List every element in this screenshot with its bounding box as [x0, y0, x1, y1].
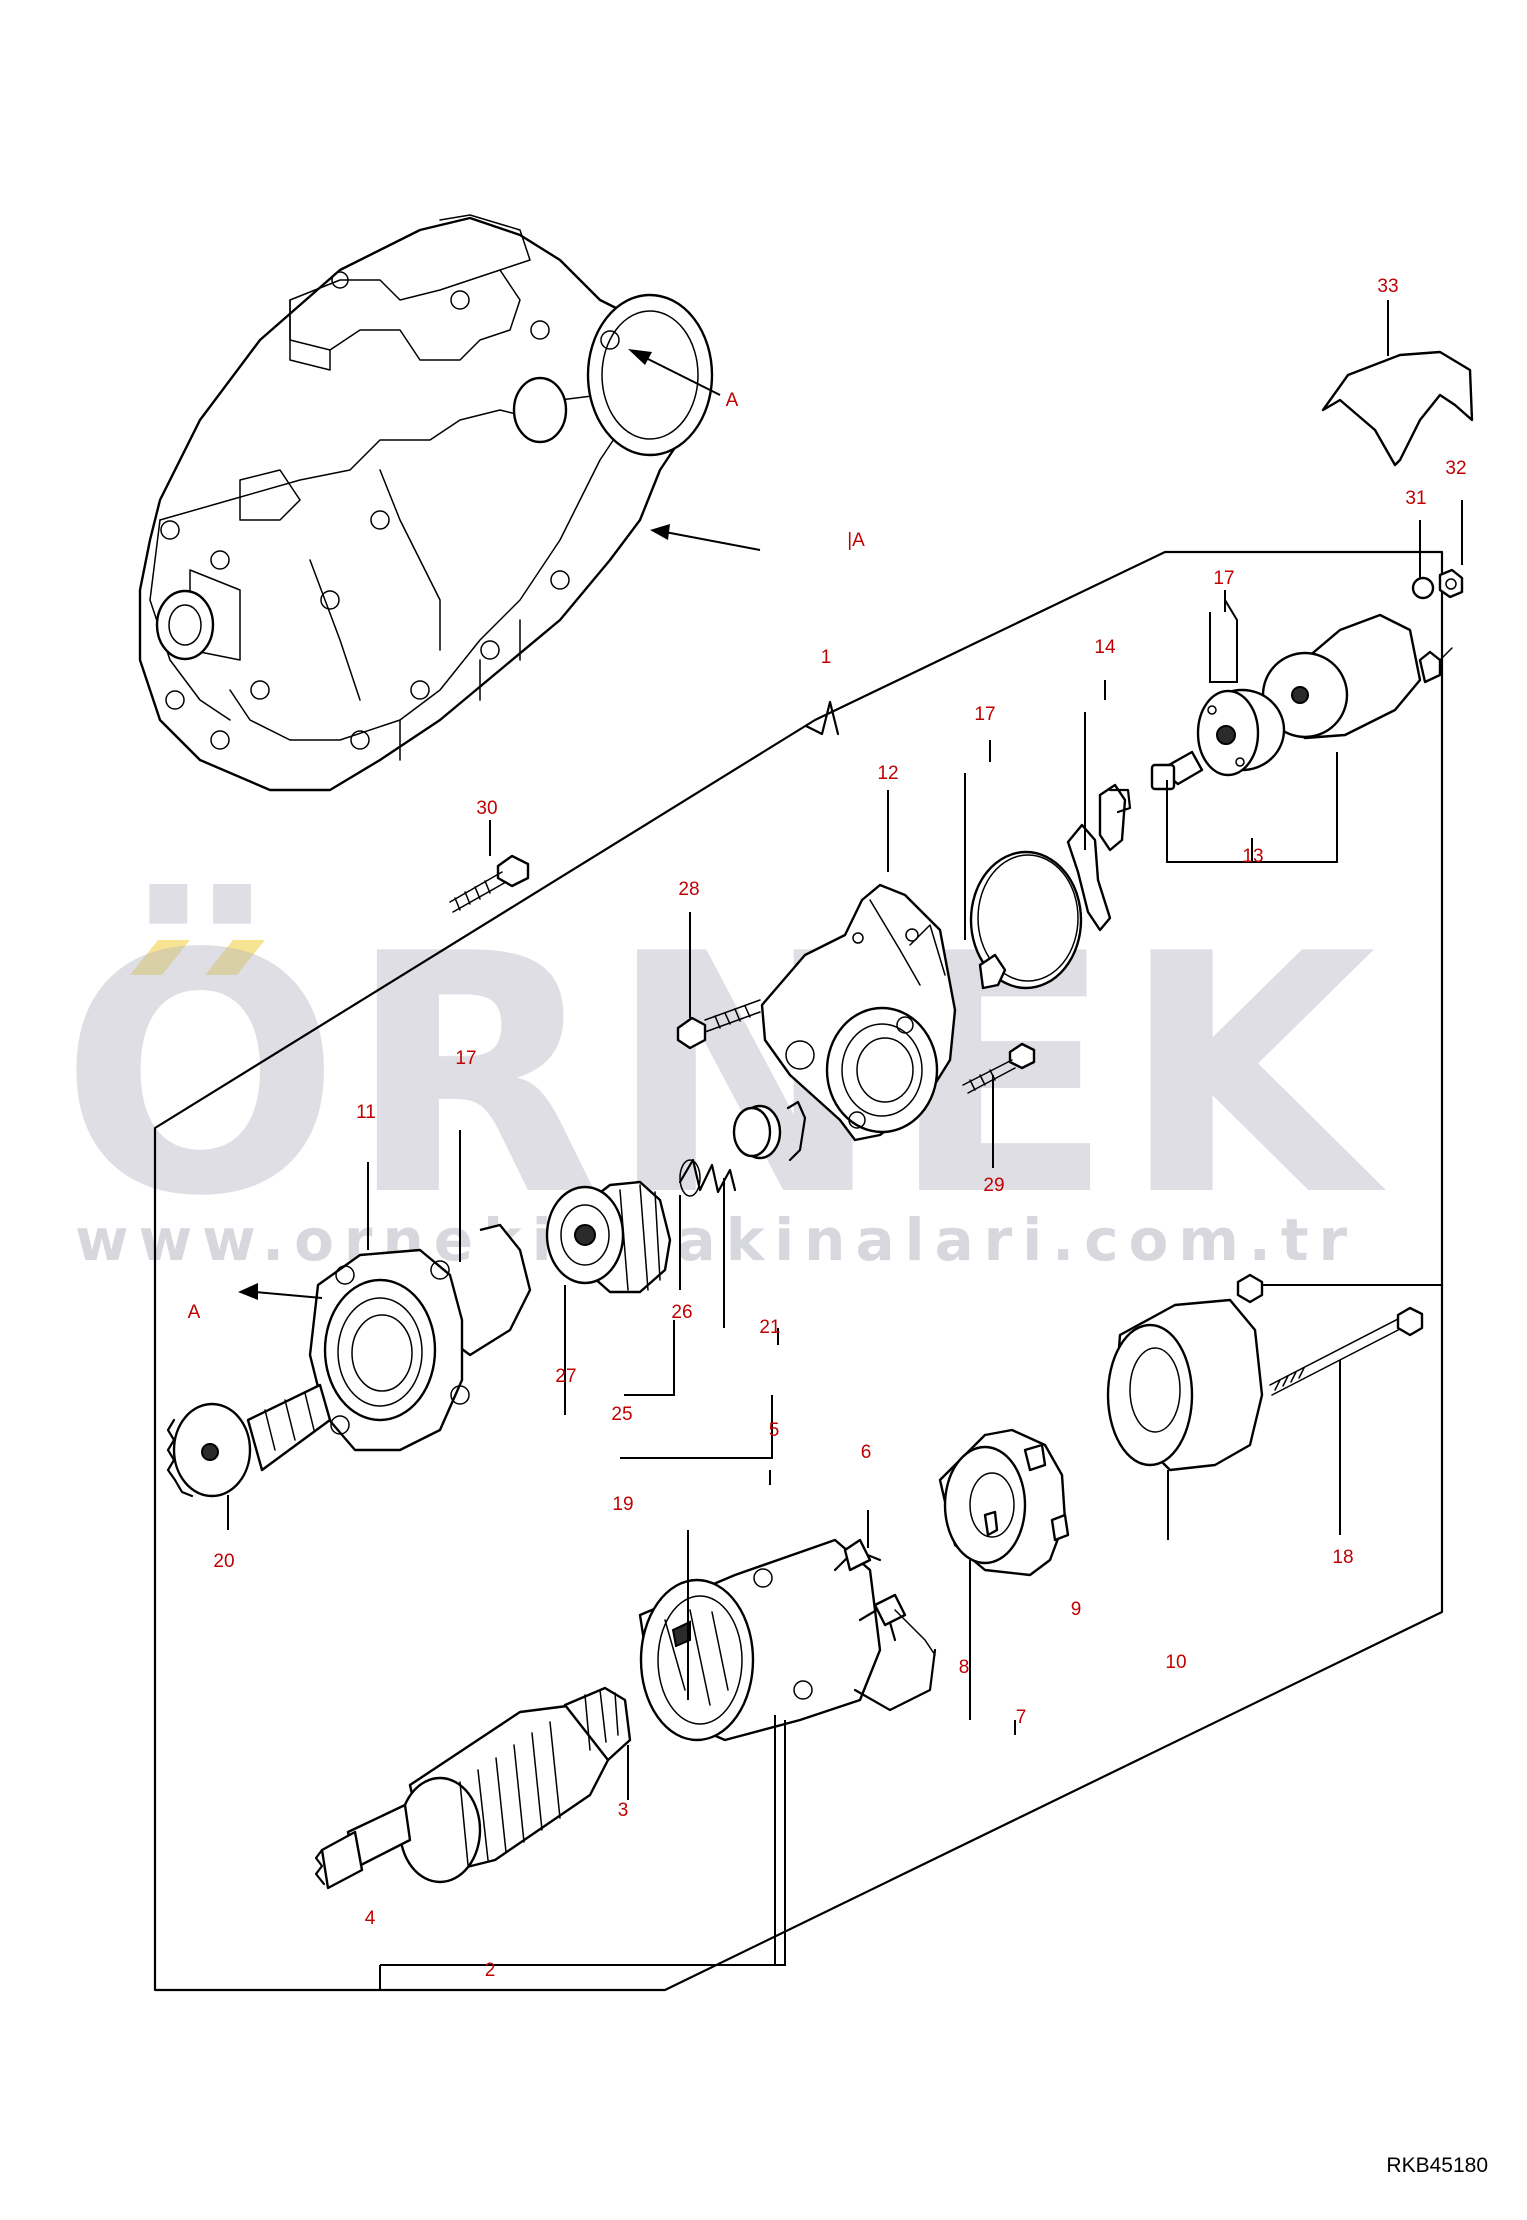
watermark-text: ÖRNEK — [60, 881, 1388, 1268]
part-18-through-bolt — [1236, 1273, 1442, 1535]
part-14-lever — [1066, 680, 1132, 932]
callout-1: 1 — [821, 647, 832, 668]
callout-31: 31 — [1405, 488, 1426, 509]
part-25-27-bearing — [564, 1285, 675, 1415]
callout-7: 7 — [1016, 1707, 1027, 1728]
part-21-stop-collar — [723, 1100, 807, 1345]
view-label-a-left: A — [188, 1302, 201, 1323]
callout-9: 9 — [1071, 1599, 1082, 1620]
callout-14: 14 — [1094, 637, 1116, 658]
callout-32: 32 — [1445, 458, 1466, 479]
callout-5: 5 — [769, 1420, 780, 1441]
callout-17-middle: 17 — [974, 704, 995, 725]
part-19-leader — [620, 1395, 773, 1459]
part-11-housing — [308, 1130, 532, 1452]
view-label-a-mid: |A — [847, 530, 865, 551]
callout-21: 21 — [759, 1317, 780, 1338]
part-17-oring-middle — [964, 740, 1083, 990]
callout-29: 29 — [983, 1175, 1004, 1196]
callout-3: 3 — [618, 1800, 629, 1821]
callout-6: 6 — [861, 1442, 872, 1463]
part-17-seal-upper — [1209, 590, 1238, 683]
part-26-clutch — [545, 1180, 681, 1294]
callout-2: 2 — [485, 1960, 496, 1981]
part-12-front-housing — [760, 790, 957, 1142]
part-33-cover — [1321, 300, 1474, 467]
watermark-url: www.ornekismakinalari.com.tr — [75, 1206, 1357, 1274]
watermark: ÖRNEK www.ornekismakinalari.com.tr — [60, 881, 1388, 1274]
callout-33: 33 — [1377, 276, 1398, 297]
callout-11: 11 — [356, 1102, 376, 1123]
callout-27: 27 — [555, 1366, 576, 1387]
part1-group-outline — [153, 550, 1444, 1992]
callout-19: 19 — [612, 1494, 633, 1515]
part-2-armature — [314, 1686, 786, 1990]
part-spring — [678, 1158, 737, 1197]
callout-25: 25 — [611, 1404, 632, 1425]
part-13-solenoid — [1150, 613, 1453, 863]
part-5-yoke — [638, 1470, 937, 1965]
callout-13: 13 — [1242, 846, 1263, 867]
part-30-bolt — [449, 820, 530, 913]
drawing-code: RKB45180 — [1386, 2154, 1488, 2177]
view-label-a-top: A — [726, 390, 739, 411]
callout-10: 10 — [1165, 1652, 1186, 1673]
part-31-32-nut — [1411, 500, 1464, 600]
callout-17-upper: 17 — [1213, 568, 1234, 589]
callout-20: 20 — [213, 1551, 234, 1572]
callout-12: 12 — [877, 763, 898, 784]
flywheel-housing — [138, 214, 761, 792]
callout-26: 26 — [671, 1302, 692, 1323]
part-28-bolt — [676, 912, 761, 1050]
part-10-rear-cover — [1106, 1298, 1264, 1540]
part-20-pinion — [166, 1383, 332, 1530]
callout-4: 4 — [365, 1908, 376, 1929]
part-29-bolt — [962, 1042, 1036, 1168]
callout-labels: 33 31 32 17 14 17 12 13 1 30 28 29 17 11… — [188, 276, 1467, 1981]
view-a-arrow-left — [238, 1283, 323, 1300]
callout-30: 30 — [476, 798, 497, 819]
callout-8: 8 — [959, 1657, 970, 1678]
callout-17-lower: 17 — [455, 1048, 476, 1069]
callout-28: 28 — [678, 879, 699, 900]
callout-18: 18 — [1332, 1547, 1353, 1568]
part1-leader — [804, 700, 840, 736]
part-7-brush-holder — [938, 1428, 1070, 1735]
